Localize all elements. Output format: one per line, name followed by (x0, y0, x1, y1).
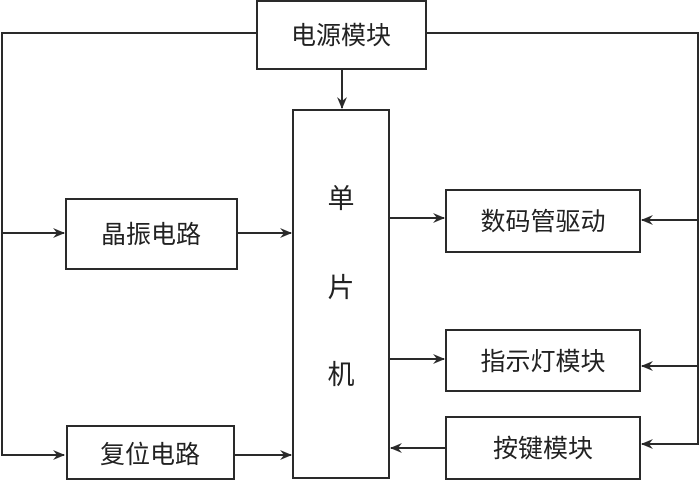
block-mcu-label-char-1: 单 (328, 184, 355, 215)
block-display-driver-label: 数码管驱动 (480, 207, 605, 236)
block-indicator: 指示灯模块 (445, 329, 641, 392)
block-power-label: 电源模块 (291, 21, 391, 50)
block-mcu-label-char-3: 机 (328, 360, 355, 391)
block-display-driver: 数码管驱动 (445, 189, 641, 253)
block-keypad: 按键模块 (445, 416, 641, 480)
block-reset-label: 复位电路 (100, 440, 200, 469)
block-mcu-label-char-2: 片 (328, 273, 355, 304)
block-mcu: 单 片 机 (292, 109, 390, 479)
block-indicator-label: 指示灯模块 (480, 347, 605, 376)
block-reset: 复位电路 (66, 425, 235, 480)
block-crystal-label: 晶振电路 (101, 220, 201, 249)
block-power: 电源模块 (256, 0, 427, 70)
block-crystal: 晶振电路 (65, 198, 238, 270)
block-keypad-label: 按键模块 (493, 434, 593, 463)
